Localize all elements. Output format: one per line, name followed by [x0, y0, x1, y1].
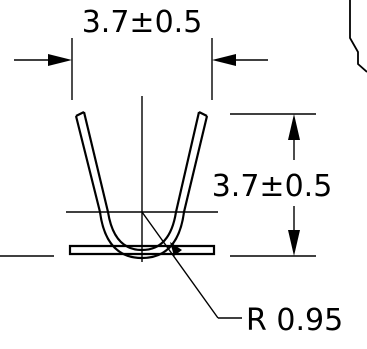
radius-arrow-icon: [170, 242, 182, 256]
width-dimension-label: 3.7±0.5: [82, 5, 203, 40]
width-arrow-right-icon: [212, 54, 236, 66]
width-arrow-left-icon: [48, 54, 72, 66]
adjacent-view-outline: [349, 0, 367, 73]
width-dimension: 3.7±0.5: [14, 5, 268, 100]
u-clip-profile: [74, 111, 209, 260]
radius-label: R 0.95: [246, 303, 343, 338]
height-arrow-top-icon: [288, 114, 300, 140]
radius-leader-line: [141, 211, 219, 319]
radius-callout: R 0.95: [141, 211, 343, 338]
height-dimension: 3.7±0.5: [212, 113, 333, 257]
height-dimension-label: 3.7±0.5: [212, 169, 333, 204]
height-arrow-bottom-icon: [288, 230, 300, 256]
